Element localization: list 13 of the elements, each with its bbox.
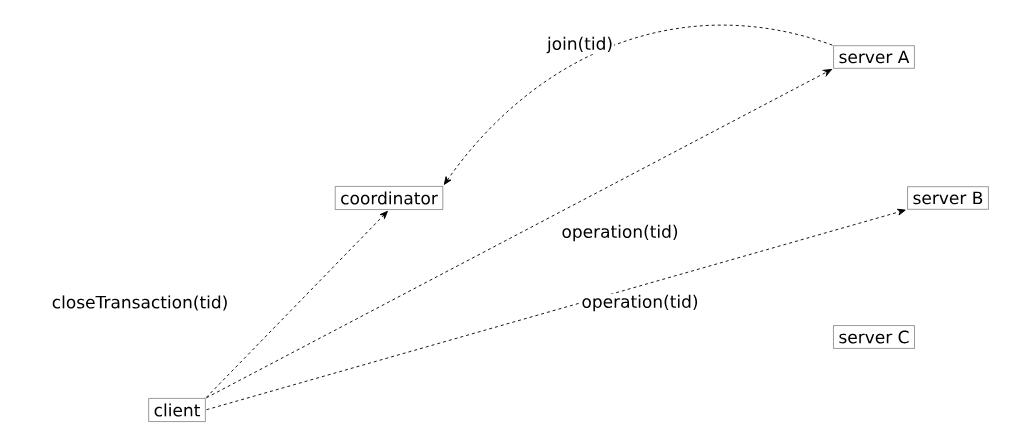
edge-label: closeTransaction(tid) [50, 294, 230, 312]
process-box: server A [833, 45, 915, 69]
arrow [206, 208, 906, 411]
arrow [205, 210, 388, 398]
process-box: client [148, 398, 206, 422]
process-box: server C [833, 325, 915, 349]
edge-label: operation(tid) [580, 293, 700, 313]
process-box: coordinator [335, 186, 443, 210]
edge-label: join(tid) [545, 35, 615, 55]
arrow [443, 24, 833, 185]
arrow [206, 69, 832, 399]
process-box: server B [907, 186, 989, 210]
edge-label: operation(tid) [560, 223, 680, 243]
